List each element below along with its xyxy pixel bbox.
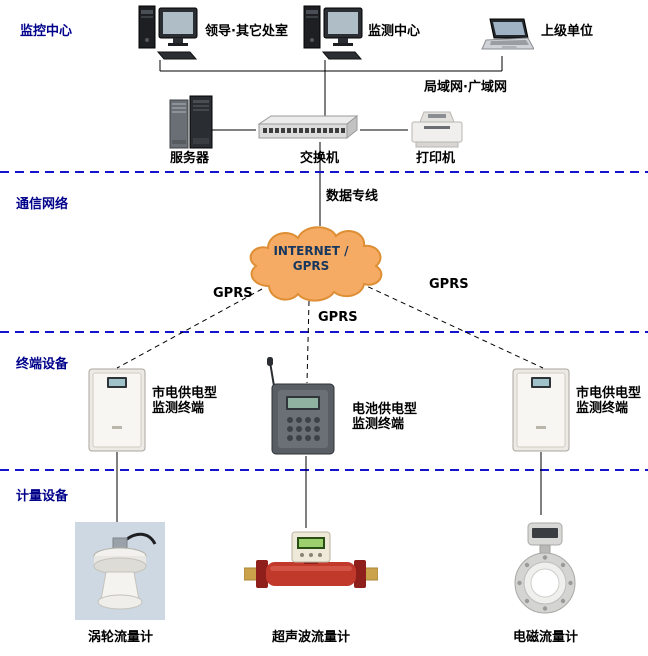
mains-terminal-left-icon <box>88 368 146 452</box>
cloud-label-line1: INTERNET / <box>273 244 349 258</box>
printer-label: 打印机 <box>416 151 456 166</box>
cloud-label: INTERNET / GPRS <box>236 244 386 274</box>
terminal-left-label: 市电供电型 监测终端 <box>152 386 217 416</box>
gprs-center-label: GPRS <box>318 310 358 325</box>
laptop-label: 上级单位 <box>541 24 594 39</box>
terminal-middle-label-line2: 监测终端 <box>352 417 405 432</box>
lan-wan-label: 局域网·广域网 <box>424 80 507 95</box>
data-line-label: 数据专线 <box>326 189 379 204</box>
pc-center-label: 监测中心 <box>368 24 421 39</box>
gprs-right-label: GPRS <box>429 277 469 292</box>
terminal-right-label-line1: 市电供电型 <box>576 386 642 401</box>
terminal-middle-label: 电池供电型 监测终端 <box>352 402 417 432</box>
section-terminal-devices: 终端设备 <box>16 357 69 372</box>
desktop-computer-icon <box>303 4 365 64</box>
section-monitoring-center: 监控中心 <box>20 24 73 39</box>
cloud-label-line2: GPRS <box>292 259 330 273</box>
ultrasonic-flow-meter-icon <box>244 528 378 612</box>
cloud-icon <box>249 226 383 302</box>
turbine-meter-label: 涡轮流量计 <box>88 630 154 645</box>
pc-leader-label: 领导·其它处室 <box>205 24 288 39</box>
terminal-left-label-line1: 市电供电型 <box>152 386 218 401</box>
terminal-middle-label-line1: 电池供电型 <box>352 402 418 417</box>
line-cloud-terminal-right <box>359 282 544 369</box>
laptop-icon <box>478 18 534 58</box>
ultrasonic-meter-label: 超声波流量计 <box>272 630 351 645</box>
internet-cloud: INTERNET / GPRS <box>236 220 386 304</box>
terminal-right-label-line2: 监测终端 <box>576 401 629 416</box>
server-icon <box>168 94 214 152</box>
terminal-left-label-line2: 监测终端 <box>152 401 205 416</box>
desktop-computer-icon <box>138 4 200 64</box>
printer-icon <box>406 106 468 150</box>
switch-label: 交换机 <box>300 151 340 166</box>
section-communication-network: 通信网络 <box>16 197 69 212</box>
electromagnetic-flow-meter-icon <box>492 515 598 618</box>
terminal-right-label: 市电供电型 监测终端 <box>576 386 641 416</box>
server-label: 服务器 <box>170 151 210 166</box>
turbine-flow-meter-icon <box>75 522 165 620</box>
battery-terminal-icon <box>264 356 340 456</box>
electromagnetic-meter-label: 电磁流量计 <box>513 630 579 645</box>
section-metering-devices: 计量设备 <box>16 489 69 504</box>
switch-icon <box>255 114 359 142</box>
mains-terminal-right-icon <box>512 368 570 452</box>
gprs-left-label: GPRS <box>213 286 253 301</box>
